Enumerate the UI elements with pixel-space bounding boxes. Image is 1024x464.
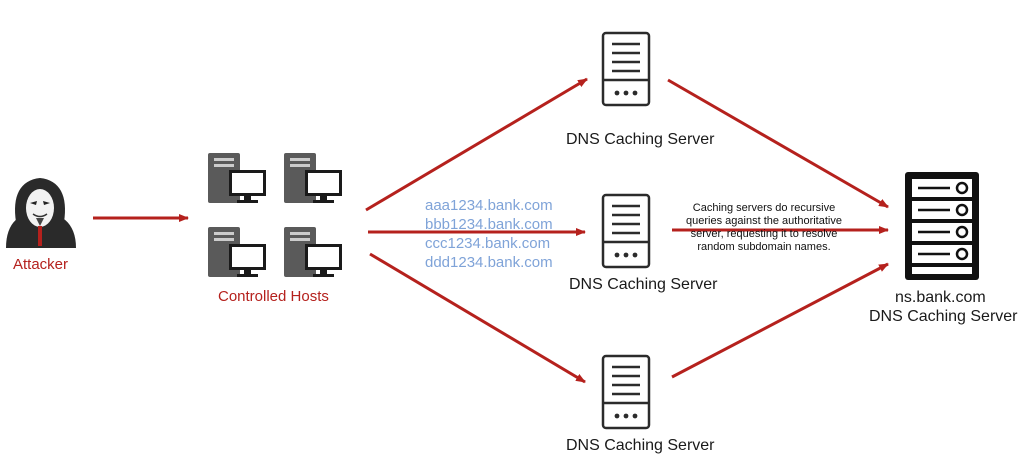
- arrow-hosts-to-top-server: [365, 77, 588, 212]
- server-with-monitor-icon: [284, 153, 342, 203]
- attacker-label: Attacker: [13, 256, 69, 273]
- controlled-hosts-label: Controlled Hosts: [218, 288, 329, 305]
- server-icon: [601, 354, 651, 430]
- arrow-top-server-to-target: [667, 78, 889, 209]
- arrows: [93, 77, 889, 384]
- arrow-bottom-server-to-target: [671, 262, 889, 379]
- caching-server-bottom-label: DNS Caching Server: [566, 437, 715, 454]
- recursive-query-note: Caching servers do recursive queries aga…: [686, 202, 842, 253]
- caching-server-middle-label: DNS Caching Server: [569, 276, 718, 293]
- controlled-hosts-group: [208, 153, 342, 277]
- target-server-name: ns.bank.com: [895, 289, 986, 306]
- server-with-monitor-icon: [284, 227, 342, 277]
- server-icon: [601, 31, 651, 107]
- server-icon: [601, 193, 651, 269]
- caching-server-top-label: DNS Caching Server: [566, 131, 715, 148]
- arrow-hosts-to-bottom-server: [369, 252, 586, 384]
- subdomain-item: ccc1234.bank.com: [425, 235, 551, 252]
- target-server-role: DNS Caching Server: [869, 308, 1018, 325]
- server-rack-icon: [905, 172, 979, 280]
- subdomain-list: aaa1234.bank.com bbb1234.bank.com ccc123…: [425, 196, 553, 272]
- hooded-hacker-icon: [6, 178, 76, 248]
- subdomain-item: bbb1234.bank.com: [425, 216, 553, 233]
- subdomain-item: aaa1234.bank.com: [425, 197, 553, 214]
- server-with-monitor-icon: [208, 153, 266, 203]
- subdomain-item: ddd1234.bank.com: [425, 254, 553, 271]
- server-with-monitor-icon: [208, 227, 266, 277]
